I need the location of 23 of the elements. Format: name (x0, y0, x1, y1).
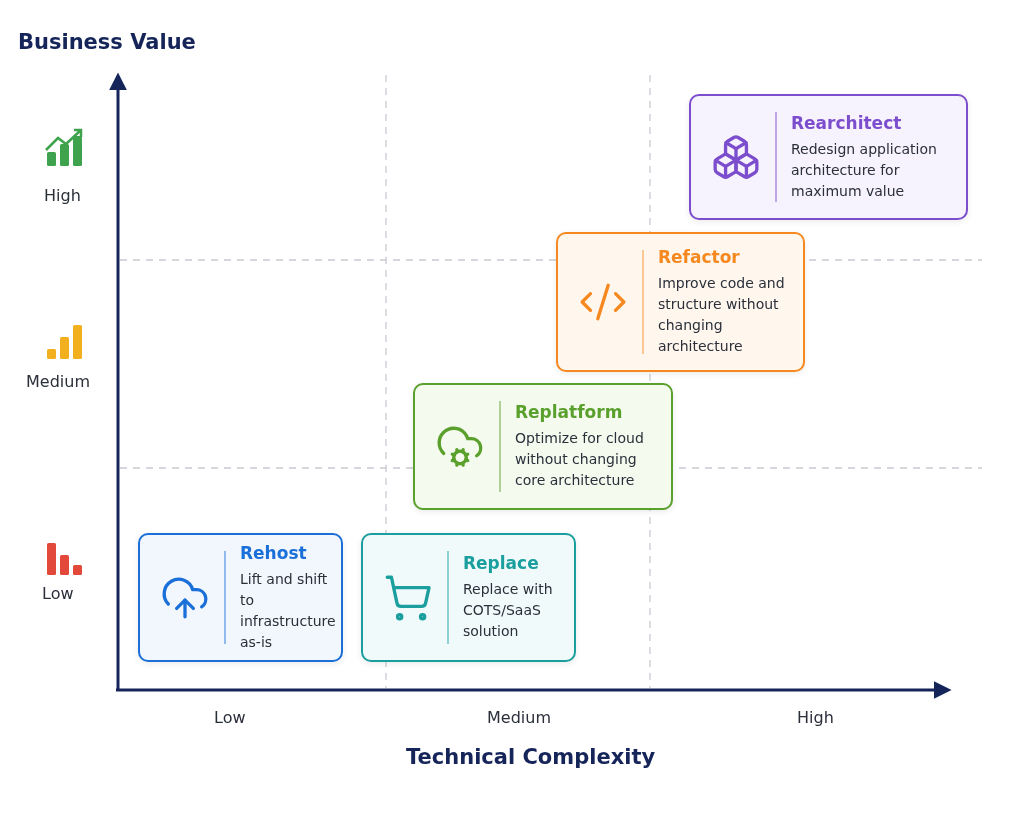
axis-tick-label: High (797, 708, 834, 727)
card-title: Refactor (658, 247, 741, 267)
axis-tick-label: Medium (26, 372, 90, 391)
axis-title: Business Value (18, 30, 196, 54)
card-title: Replace (463, 553, 540, 573)
axis-tick-label: High (44, 186, 81, 205)
strategy-card (689, 94, 968, 220)
axis-tick-label: Low (42, 584, 74, 603)
axis-tick-label: Low (214, 708, 246, 727)
card-description: Lift and shift to infrastructure as-is (240, 569, 336, 652)
card-description: Redesign application architecture for maximum value (791, 139, 938, 201)
strategy-card (556, 232, 805, 372)
card-description: Optimize for cloud without changing core architecture (515, 429, 645, 490)
card-description: Replace with COTS/SaaS solution (463, 580, 554, 641)
card-title: Rearchitect (791, 112, 903, 133)
strategy-card (413, 383, 673, 510)
axis-tick-label: Medium (487, 708, 551, 727)
strategy-card (361, 533, 576, 662)
axis-title: Technical Complexity (406, 745, 656, 769)
card-description: Improve code and structure without changing architecture (658, 274, 786, 356)
strategy-card (138, 533, 343, 662)
card-title: Replatform (515, 402, 624, 422)
card-title: Rehost (240, 542, 308, 563)
